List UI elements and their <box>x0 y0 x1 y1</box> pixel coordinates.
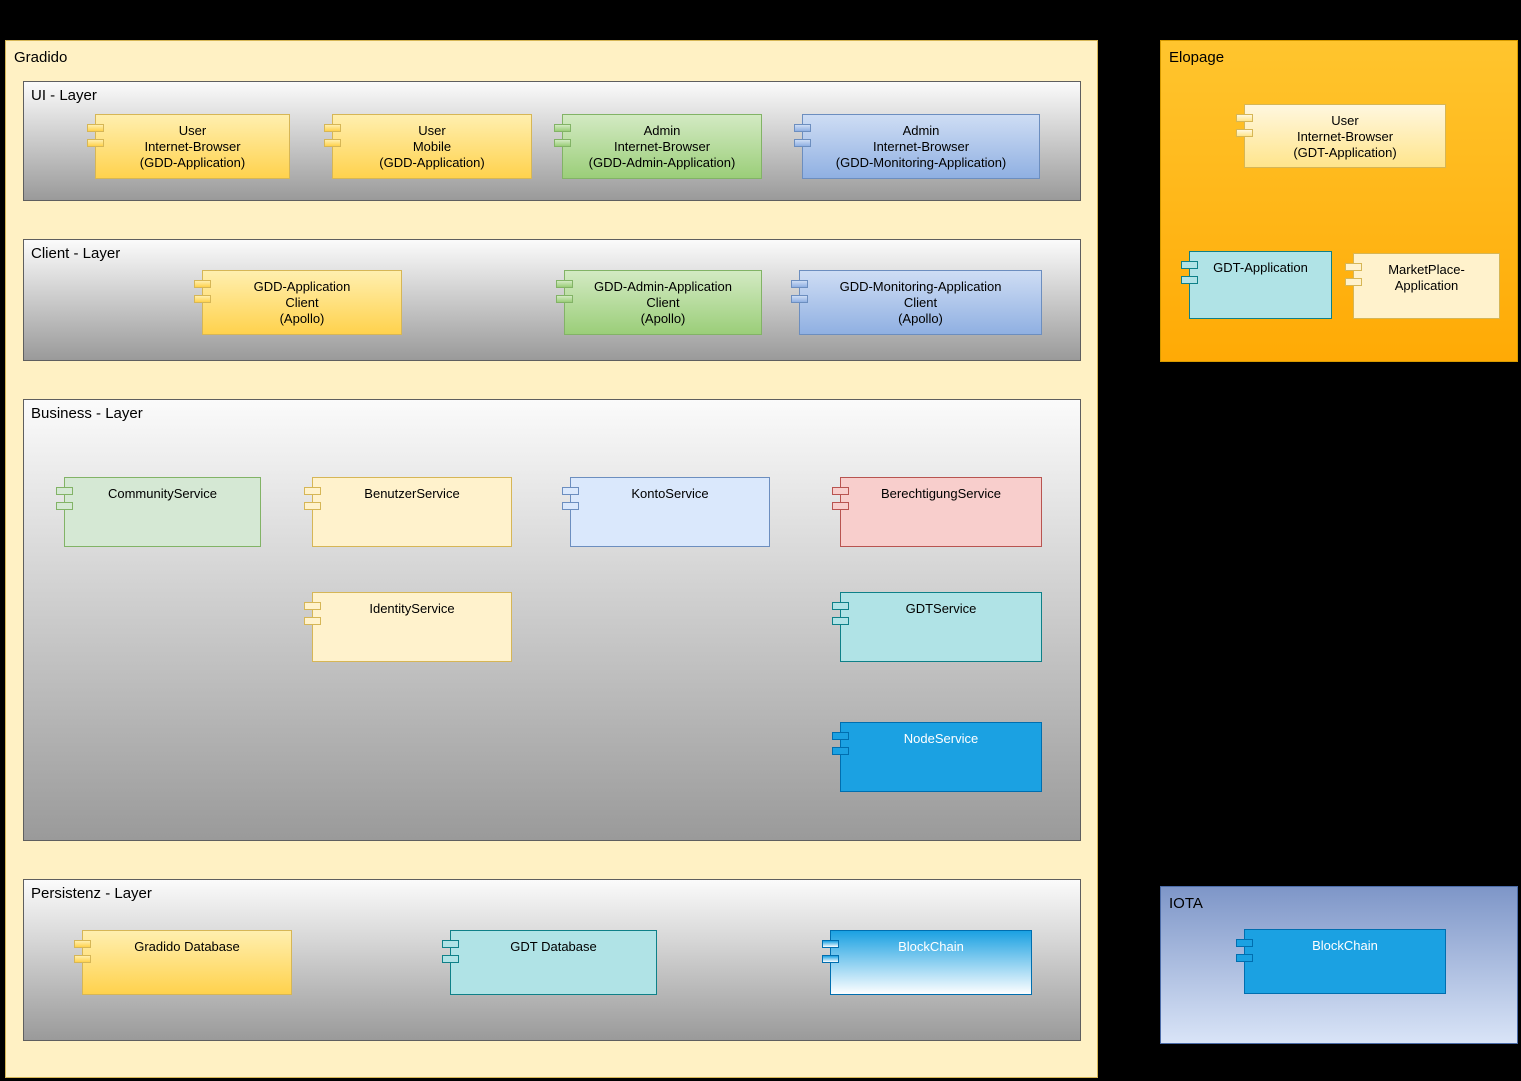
component-berechtigung-service[interactable]: BerechtigungService <box>832 477 1042 547</box>
component-tab-icon <box>822 940 839 948</box>
component-label: Admin Internet-Browser (GDD-Monitoring-A… <box>835 123 1007 170</box>
component-gradido-database[interactable]: Gradido Database <box>74 930 292 995</box>
component-admin-internet-browser-gdd-admin-application[interactable]: Admin Internet-Browser (GDD-Admin-Applic… <box>554 114 762 179</box>
component-label: GDD-Admin-Application Client (Apollo) <box>594 279 732 326</box>
iota-container[interactable]: IOTA BlockChain <box>1160 886 1518 1044</box>
component-label: GDD-Monitoring-Application Client (Apoll… <box>839 279 1002 326</box>
component-gdt-database[interactable]: GDT Database <box>442 930 657 995</box>
component-label: User Mobile (GDD-Application) <box>379 123 485 170</box>
component-user-internet-browser-gdd-application[interactable]: User Internet-Browser (GDD-Application) <box>87 114 290 179</box>
component-gdt-application[interactable]: GDT-Application <box>1181 251 1332 319</box>
component-tab-icon <box>832 747 849 755</box>
component-tab-icon <box>791 295 808 303</box>
component-tab-icon <box>304 502 321 510</box>
component-blockchain-persistenz[interactable]: BlockChain <box>822 930 1032 995</box>
ui-layer-label: UI - Layer <box>31 87 97 104</box>
component-label: BlockChain <box>1312 938 1378 953</box>
component-tab-icon <box>832 732 849 740</box>
component-user-internet-browser-gdt-application[interactable]: User Internet-Browser (GDT-Application) <box>1236 104 1446 168</box>
component-tab-icon <box>324 139 341 147</box>
business-layer[interactable]: Business - Layer CommunityService Benutz… <box>23 399 1081 841</box>
persistenz-layer[interactable]: Persistenz - Layer Gradido Database GDT … <box>23 879 1081 1041</box>
component-label: GDD-Application Client (Apollo) <box>253 279 351 326</box>
component-tab-icon <box>442 940 459 948</box>
component-tab-icon <box>74 955 91 963</box>
business-layer-label: Business - Layer <box>31 405 143 422</box>
component-tab-icon <box>832 487 849 495</box>
elopage-container[interactable]: Elopage User Internet-Browser (GDT-Appli… <box>1160 40 1518 362</box>
component-tab-icon <box>1345 263 1362 271</box>
component-tab-icon <box>832 602 849 610</box>
component-tab-icon <box>304 602 321 610</box>
component-label: CommunityService <box>107 486 218 501</box>
component-node-service[interactable]: NodeService <box>832 722 1042 792</box>
component-identity-service[interactable]: IdentityService <box>304 592 512 662</box>
component-tab-icon <box>87 139 104 147</box>
component-user-mobile-gdd-application[interactable]: User Mobile (GDD-Application) <box>324 114 532 179</box>
component-label: MarketPlace- Application <box>1388 262 1465 293</box>
component-tab-icon <box>442 955 459 963</box>
ui-layer[interactable]: UI - Layer User Internet-Browser (GDD-Ap… <box>23 81 1081 201</box>
elopage-label: Elopage <box>1169 49 1225 66</box>
component-admin-internet-browser-gdd-monitoring-application[interactable]: Admin Internet-Browser (GDD-Monitoring-A… <box>794 114 1040 179</box>
component-tab-icon <box>791 280 808 288</box>
iota-label: IOTA <box>1169 895 1203 912</box>
component-tab-icon <box>87 124 104 132</box>
component-tab-icon <box>554 124 571 132</box>
component-tab-icon <box>832 502 849 510</box>
component-label: NodeService <box>903 731 979 746</box>
component-gdd-application-client[interactable]: GDD-Application Client (Apollo) <box>194 270 402 335</box>
component-label: Admin Internet-Browser (GDD-Admin-Applic… <box>588 123 736 170</box>
component-label: BlockChain <box>898 939 964 954</box>
component-tab-icon <box>1236 939 1253 947</box>
gradido-container[interactable]: Gradido UI - Layer User Internet-Browser… <box>5 40 1098 1078</box>
client-layer[interactable]: Client - Layer GDD-Application Client (A… <box>23 239 1081 361</box>
component-tab-icon <box>324 124 341 132</box>
component-label: GDTService <box>905 601 977 616</box>
component-tab-icon <box>1345 278 1362 286</box>
component-tab-icon <box>56 502 73 510</box>
component-community-service[interactable]: CommunityService <box>56 477 261 547</box>
component-gdt-service[interactable]: GDTService <box>832 592 1042 662</box>
component-tab-icon <box>562 502 579 510</box>
component-tab-icon <box>1181 261 1198 269</box>
component-label: BerechtigungService <box>881 486 1001 501</box>
component-tab-icon <box>1236 954 1253 962</box>
component-label: KontoService <box>631 486 709 501</box>
component-label: GDT-Application <box>1213 260 1308 275</box>
component-label: Gradido Database <box>134 939 240 954</box>
component-tab-icon <box>74 940 91 948</box>
component-tab-icon <box>1236 129 1253 137</box>
component-label: User Internet-Browser (GDD-Application) <box>139 123 246 170</box>
component-tab-icon <box>556 295 573 303</box>
component-tab-icon <box>822 955 839 963</box>
component-tab-icon <box>194 295 211 303</box>
component-tab-icon <box>1236 114 1253 122</box>
component-label: GDT Database <box>510 939 597 954</box>
component-gdd-admin-application-client[interactable]: GDD-Admin-Application Client (Apollo) <box>556 270 762 335</box>
component-tab-icon <box>1181 276 1198 284</box>
component-gdd-monitoring-application-client[interactable]: GDD-Monitoring-Application Client (Apoll… <box>791 270 1042 335</box>
persistenz-layer-label: Persistenz - Layer <box>31 885 152 902</box>
component-tab-icon <box>304 487 321 495</box>
component-tab-icon <box>554 139 571 147</box>
component-tab-icon <box>56 487 73 495</box>
component-label: BenutzerService <box>364 486 460 501</box>
component-benutzer-service[interactable]: BenutzerService <box>304 477 512 547</box>
component-tab-icon <box>556 280 573 288</box>
component-tab-icon <box>832 617 849 625</box>
gradido-label: Gradido <box>14 49 68 66</box>
component-marketplace-application[interactable]: MarketPlace- Application <box>1345 253 1500 319</box>
component-label: IdentityService <box>369 601 455 616</box>
component-tab-icon <box>304 617 321 625</box>
component-tab-icon <box>794 139 811 147</box>
client-layer-label: Client - Layer <box>31 245 121 262</box>
component-label: User Internet-Browser (GDT-Application) <box>1293 113 1397 160</box>
component-tab-icon <box>794 124 811 132</box>
component-konto-service[interactable]: KontoService <box>562 477 770 547</box>
component-blockchain-iota[interactable]: BlockChain <box>1236 929 1446 994</box>
component-tab-icon <box>562 487 579 495</box>
component-tab-icon <box>194 280 211 288</box>
